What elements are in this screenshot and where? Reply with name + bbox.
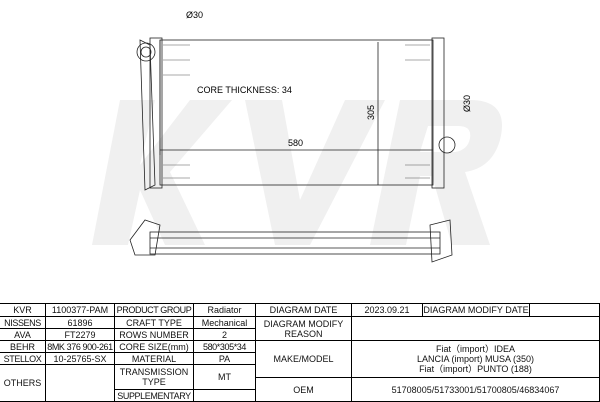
outlet-diameter: Ø30: [462, 95, 472, 112]
diagram-date-label: DIAGRAM DATE: [255, 303, 352, 317]
outlet-pipe: [438, 136, 456, 154]
transmission-label: TRANSMISSION TYPE: [114, 364, 194, 390]
diagram-modify-reason-label: DIAGRAM MODIFY REASON: [255, 316, 352, 341]
supplementary-label: SUPPLEMENTARY: [114, 389, 194, 402]
make-model-line: Fiat（import）PUNTO (188): [419, 364, 532, 374]
height-dimension: 305: [366, 105, 376, 120]
product-group-value: Radiator: [193, 303, 256, 317]
kvr-label: KVR: [0, 303, 46, 317]
inlet-diameter: Ø30: [186, 10, 203, 20]
make-model-value: Fiat（import）IDEA LANCIA (import) MUSA (3…: [351, 340, 600, 378]
kvr-value: 1100377-PAM: [45, 303, 115, 317]
radiator-drawing: CORE THICKNESS: 34 580 305 Ø30 Ø30: [92, 10, 502, 263]
oem-label: OEM: [255, 377, 352, 402]
make-model-label: MAKE/MODEL: [255, 340, 352, 378]
width-dimension: 580: [288, 138, 303, 148]
product-group-label: PRODUCT GROUP: [114, 303, 194, 317]
diagram-modify-date-label: DIAGRAM MODIFY DATE: [422, 303, 530, 317]
diagram-modify-reason-value: [351, 316, 600, 341]
transmission-value: MT: [193, 364, 256, 390]
diagram-modify-date-value: [529, 303, 600, 317]
make-model-line: Fiat（import）IDEA: [435, 344, 515, 354]
make-model-line: LANCIA (import) MUSA (350): [416, 354, 535, 364]
oem-value: 51708005/51733001/51700805/46834067: [351, 377, 600, 402]
diagram-date-value: 2023.09.21: [351, 303, 423, 317]
others-label: OTHERS: [0, 364, 46, 402]
core-thickness-label: CORE THICKNESS: 34: [197, 85, 292, 95]
inlet-pipe: [136, 42, 156, 62]
radiator-side-view: [149, 231, 441, 255]
supplementary-value: [193, 389, 256, 402]
others-value: [45, 364, 115, 402]
